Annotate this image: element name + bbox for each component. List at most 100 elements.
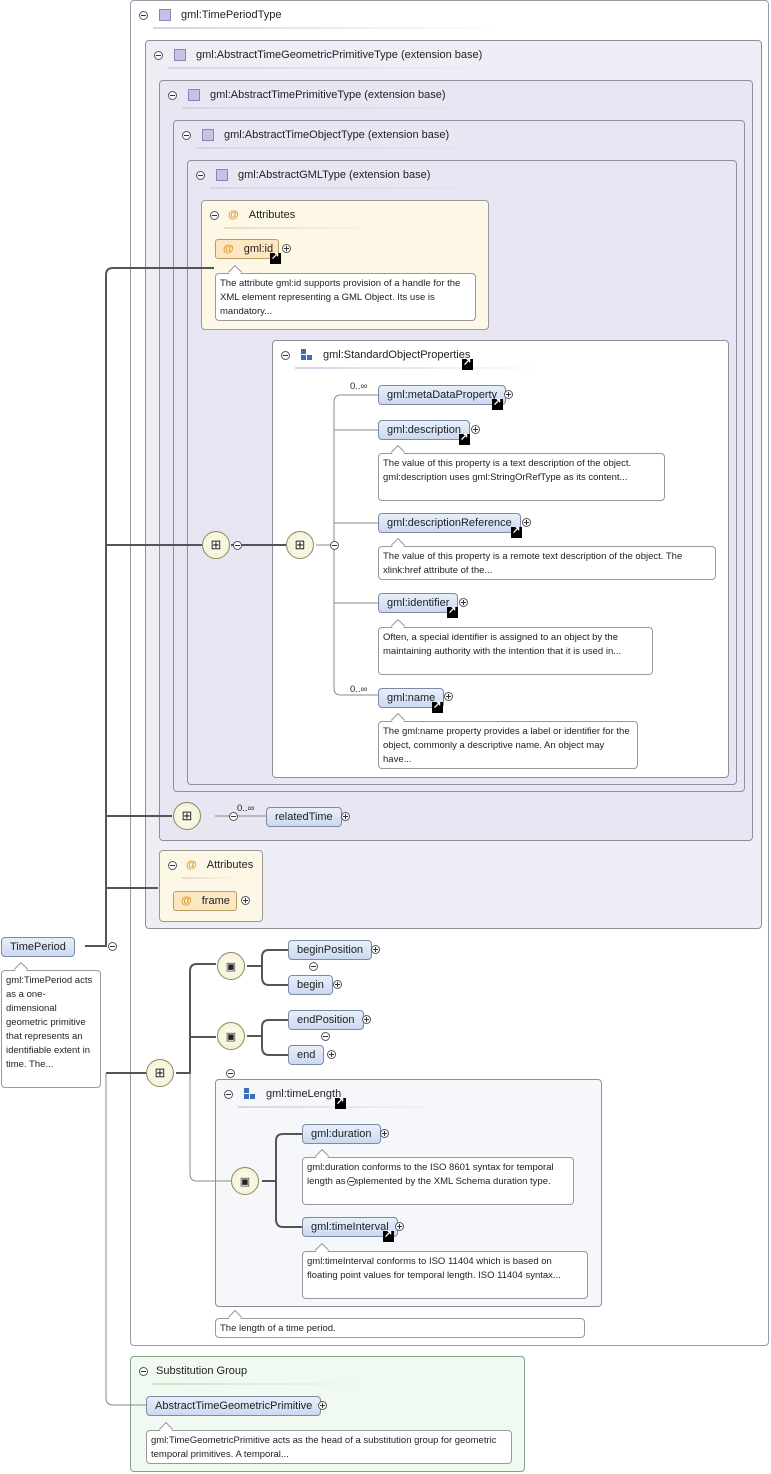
substitution-group-doc: gml:TimeGeometricPrimitive acts as the h… [146,1430,512,1464]
end-element[interactable]: end [288,1045,325,1065]
collapse-icon[interactable] [196,170,205,180]
header-divider [224,227,382,229]
expand-icon[interactable] [341,812,350,821]
expand-icon[interactable] [362,1015,371,1024]
collapse-icon[interactable] [330,541,340,550]
header-divider [210,187,512,189]
timelength-header[interactable]: gml:timeLength [224,1087,341,1101]
gml-descriptionreference-element[interactable]: gml:descriptionReference [378,513,521,533]
collapse-icon[interactable] [108,942,118,951]
sequence-compositor-icon[interactable] [202,531,230,559]
collapse-icon[interactable] [182,130,191,140]
endposition-element[interactable]: endPosition [288,1010,364,1030]
base1-label: gml:AbstractTimeGeometricPrimitiveType (… [196,49,483,61]
gml-identifier-doc: Often, a special identifier is assigned … [378,627,653,675]
group-icon [244,1088,256,1100]
sequence-compositor-icon[interactable] [146,1059,174,1087]
expand-icon[interactable] [459,598,468,607]
frame-attributes-header[interactable]: @ Attributes [168,858,253,872]
substitution-group-header[interactable]: Substitution Group [139,1364,247,1378]
expand-icon[interactable] [395,1222,404,1231]
header-divider [153,1383,370,1385]
sequence-compositor-icon[interactable] [286,531,314,559]
complex-type-icon [174,49,186,61]
gml-metadataproperty-element[interactable]: gml:metaDataProperty [378,385,507,405]
timelength-title: gml:timeLength [266,1088,342,1100]
link-arrow-icon[interactable] [335,1096,346,1109]
choice-compositor-icon[interactable] [231,1167,259,1195]
collapse-icon[interactable] [168,90,177,100]
base2-label: gml:AbstractTimePrimitiveType (extension… [210,89,446,101]
link-arrow-icon[interactable] [432,700,443,713]
expand-icon[interactable] [471,425,480,434]
collapse-icon[interactable] [224,1089,233,1099]
expand-icon[interactable] [380,1129,389,1138]
link-arrow-icon[interactable] [462,357,473,370]
attribute-icon: @ [228,209,239,221]
timelength-doc: The length of a time period. [215,1318,585,1338]
complex-type-icon [159,9,171,21]
base4-header[interactable]: gml:AbstractGMLType (extension base) [196,168,430,182]
attribute-icon: @ [186,859,197,871]
collapse-icon[interactable] [229,812,239,821]
base1-header[interactable]: gml:AbstractTimeGeometricPrimitiveType (… [154,48,482,62]
standard-props-title: gml:StandardObjectProperties [323,349,471,361]
choice-compositor-icon[interactable] [217,952,245,980]
metadata-cardinality: 0..∞ [350,381,368,392]
gml-description-element[interactable]: gml:description [378,420,470,440]
begin-element[interactable]: begin [288,975,333,995]
link-arrow-icon[interactable] [492,397,503,410]
link-arrow-icon[interactable] [270,251,281,264]
link-arrow-icon[interactable] [447,605,458,618]
collapse-icon[interactable] [233,541,242,550]
gml-name-doc: The gml:name property provides a label o… [378,721,638,769]
expand-icon[interactable] [444,692,453,701]
gml-timeinterval-element[interactable]: gml:timeInterval [302,1217,398,1237]
expand-icon[interactable] [318,1401,327,1410]
collapse-icon[interactable] [154,50,163,60]
expand-icon[interactable] [371,945,380,954]
name-cardinality: 0..∞ [350,684,368,695]
expand-icon[interactable] [504,390,513,399]
expand-icon[interactable] [333,980,342,989]
expand-icon[interactable] [522,518,531,527]
complex-type-icon [216,169,228,181]
collapse-icon[interactable] [210,210,219,220]
beginposition-element[interactable]: beginPosition [288,940,373,960]
gml-id-label: gml:id [243,243,274,255]
collapse-icon[interactable] [281,350,290,360]
expand-icon[interactable] [327,1050,336,1059]
collapse-icon[interactable] [139,1366,148,1376]
gml-description-doc: The value of this property is a text des… [378,453,665,501]
gml-name-element[interactable]: gml:name [378,688,445,708]
gml-descriptionreference-doc: The value of this property is a remote t… [378,546,716,580]
gml-id-attribute[interactable]: @ gml:id [215,239,279,259]
gml-attributes-header[interactable]: @ Attributes [210,208,295,222]
gml-identifier-element[interactable]: gml:identifier [378,593,459,613]
collapse-icon[interactable] [226,1069,236,1078]
link-arrow-icon[interactable] [383,1229,394,1242]
attribute-icon: @ [223,243,234,255]
timeperiod-element[interactable]: TimePeriod [1,937,75,957]
sequence-compositor-icon[interactable] [173,802,201,830]
choice-compositor-icon[interactable] [217,1022,245,1050]
abstract-time-geometric-primitive-element[interactable]: AbstractTimeGeometricPrimitive [146,1396,322,1416]
collapse-icon[interactable] [321,1032,331,1041]
gml-duration-element[interactable]: gml:duration [302,1124,381,1144]
expand-icon[interactable] [282,244,291,253]
base3-header[interactable]: gml:AbstractTimeObjectType (extension ba… [182,128,449,142]
expand-icon[interactable] [241,896,250,905]
frame-attribute[interactable]: @frame [173,891,237,911]
timeperiod-doc: gml:TimePeriod acts as a one-dimensional… [1,970,101,1088]
collapse-icon[interactable] [168,860,177,870]
relatedtime-element[interactable]: relatedTime [266,807,342,827]
standard-props-header[interactable]: gml:StandardObjectProperties [281,348,470,362]
timeperiodtype-header[interactable]: gml:TimePeriodType [139,8,281,22]
base2-header[interactable]: gml:AbstractTimePrimitiveType (extension… [168,88,446,102]
link-arrow-icon[interactable] [511,525,522,538]
collapse-icon[interactable] [347,1177,357,1186]
base4-label: gml:AbstractGMLType (extension base) [238,169,431,181]
link-arrow-icon[interactable] [459,432,470,445]
collapse-icon[interactable] [309,962,319,971]
collapse-icon[interactable] [139,10,148,20]
